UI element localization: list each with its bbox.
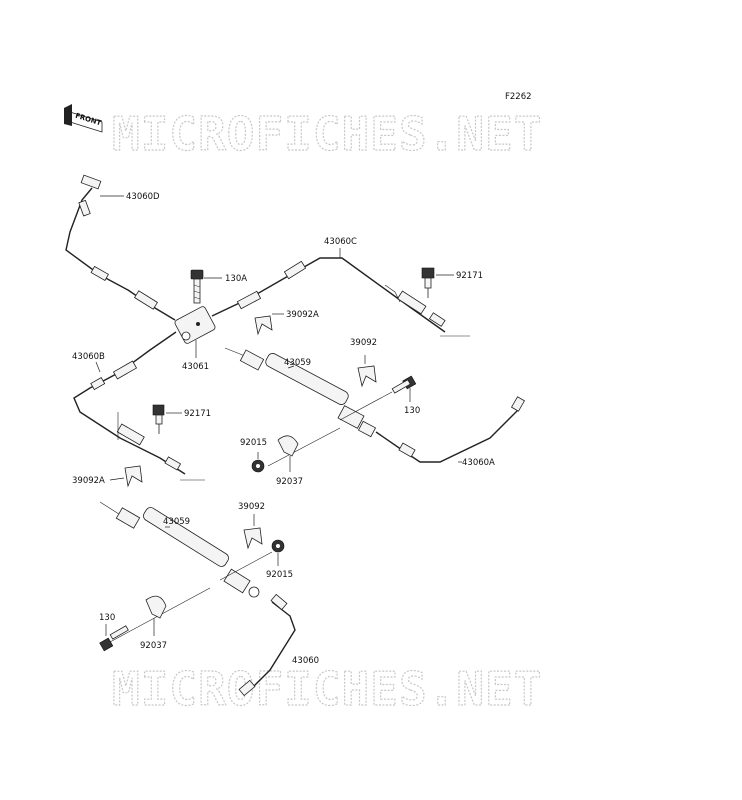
clip-39092A-low <box>124 465 143 488</box>
brake-hose-43059-low <box>99 501 296 697</box>
clamp-92037-mid <box>277 435 299 457</box>
label-92037-mid: 92037 <box>276 477 303 487</box>
label-92015-low: 92015 <box>266 570 293 580</box>
label-130A: 130A <box>225 274 247 284</box>
figure-code: F2262 <box>505 92 532 102</box>
label-43059-top: 43059 <box>284 358 311 368</box>
brake-junction-43061 <box>174 306 216 344</box>
nut-92015-mid <box>251 459 265 473</box>
label-43061: 43061 <box>182 362 209 372</box>
brake-pipe-43060D <box>65 174 176 321</box>
label-92015-mid: 92015 <box>240 438 267 448</box>
label-130-low: 130 <box>99 613 115 623</box>
brake-switch-92171-mid <box>152 404 165 434</box>
front-arrow-icon: FRONT <box>64 104 103 133</box>
bolt-130A <box>190 269 204 304</box>
label-43060A: 43060A <box>462 458 495 468</box>
clamp-92037-low <box>145 595 167 619</box>
clip-39092A-top <box>254 315 273 336</box>
clip-39092-low <box>243 527 263 550</box>
watermark-bottom: MICROFICHES.NET <box>112 662 542 716</box>
label-39092-top: 39092 <box>350 338 377 348</box>
label-130-mid: 130 <box>404 406 420 416</box>
label-39092-low: 39092 <box>238 502 265 512</box>
label-92171-mid: 92171 <box>184 409 211 419</box>
nut-92015-low <box>271 539 285 553</box>
brake-pipe-43060C <box>211 257 446 333</box>
brake-hose-43059-top <box>224 347 526 463</box>
label-43059-low: 43059 <box>163 517 190 527</box>
brake-pipe-43060B <box>73 331 186 475</box>
brake-switch-92171-top <box>421 267 435 298</box>
label-43060: 43060 <box>292 656 319 666</box>
watermark-top: MICROFICHES.NET <box>112 107 542 161</box>
label-39092A-top: 39092A <box>286 310 319 320</box>
bolt-130-low <box>99 625 129 652</box>
label-92171-top: 92171 <box>456 271 483 281</box>
label-43060C: 43060C <box>324 237 357 247</box>
label-39092A-low: 39092A <box>72 476 105 486</box>
bolt-130-mid <box>391 375 417 394</box>
label-43060B: 43060B <box>72 352 105 362</box>
label-43060D: 43060D <box>126 192 160 202</box>
clip-39092-top <box>357 365 377 388</box>
label-92037-low: 92037 <box>140 641 167 651</box>
